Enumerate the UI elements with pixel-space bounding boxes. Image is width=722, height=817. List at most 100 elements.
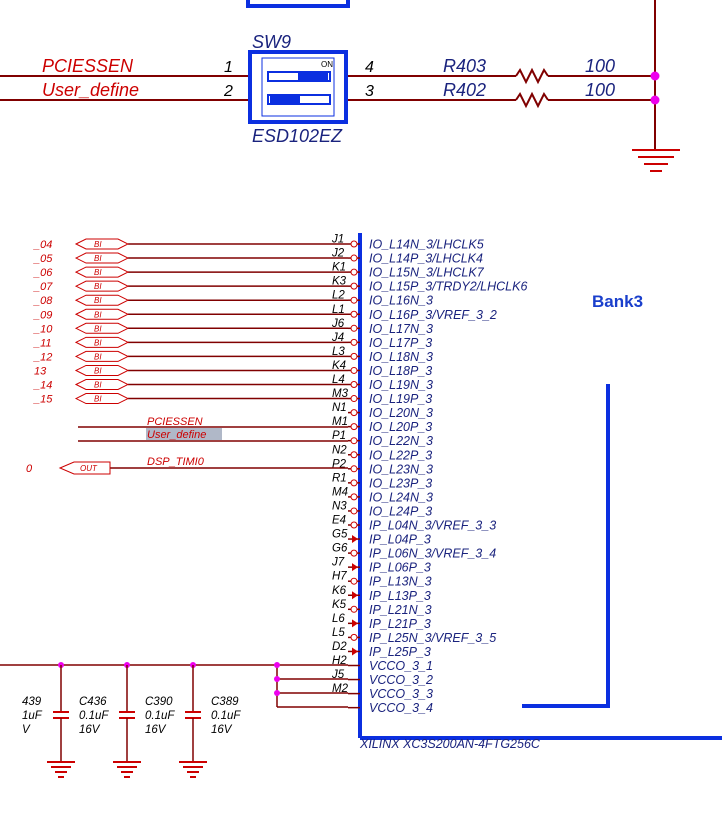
fpga-pin-number: M3 xyxy=(332,388,349,400)
fpga-pin-number: R1 xyxy=(332,472,347,484)
sw9-pin-4: 4 xyxy=(365,59,374,76)
fpga-pin-number: L3 xyxy=(332,346,345,358)
junction-dot xyxy=(650,95,660,105)
sw9-part-number: ESD102EZ xyxy=(252,126,343,146)
capacitor-value: 0.1uF xyxy=(211,710,241,722)
inverter-bubble-icon xyxy=(350,507,358,515)
fpga-pin-number: K6 xyxy=(332,585,347,597)
bi-port-icon xyxy=(74,379,130,390)
fpga-pin-number: J1 xyxy=(331,234,344,246)
fpga-pin-name: IO_L17N_3 xyxy=(369,322,433,336)
r403-symbol xyxy=(515,67,549,85)
out-port-label: OUT xyxy=(80,464,98,473)
fpga-pin-name: IO_L24N_3 xyxy=(369,490,433,504)
fpga-pin-name: VCCO_3_1 xyxy=(369,659,433,673)
fpga-pin-name: IP_L06P_3 xyxy=(369,561,431,575)
bi-port-label: BI xyxy=(94,282,102,291)
fpga-pin-name: IO_L15P_3/TRDY2/LHCLK6 xyxy=(369,280,527,294)
bi-port-icon xyxy=(74,252,130,264)
inverter-bubble-icon xyxy=(350,268,358,276)
bi-signal-label: _06 xyxy=(33,267,53,279)
inverter-bubble-icon xyxy=(350,324,358,332)
bi-port-label: BI xyxy=(94,381,102,390)
bi-signal-label: _07 xyxy=(33,281,53,293)
fpga-pin-number: J7 xyxy=(331,557,345,569)
bi-port-label: BI xyxy=(94,352,102,361)
inverter-bubble-icon xyxy=(350,409,358,417)
bi-signal-label: _08 xyxy=(33,295,53,307)
junction-dot xyxy=(274,676,280,682)
fpga-pin-name: IO_L22N_3 xyxy=(369,434,433,448)
bi-port-label: BI xyxy=(94,366,102,375)
fpga-pin-number: D2 xyxy=(332,641,347,653)
fpga-pin-name: IO_L23P_3 xyxy=(369,476,432,490)
input-arrow-icon xyxy=(352,619,358,628)
capacitor-voltage: 16V xyxy=(211,724,233,736)
input-arrow-icon xyxy=(352,647,358,656)
fpga-pin-number: J6 xyxy=(331,318,345,330)
bi-signal-label: _14 xyxy=(33,380,52,392)
inverter-bubble-icon xyxy=(350,254,358,262)
junction-dot xyxy=(274,662,280,668)
fpga-pin-number: N1 xyxy=(332,402,347,414)
bi-port-icon xyxy=(74,280,130,292)
fpga-pin-number: L5 xyxy=(332,627,345,639)
sw9-slider-2 xyxy=(267,94,331,105)
bi-signal-label: _10 xyxy=(33,323,53,335)
fpga-pin-number: K3 xyxy=(332,276,347,288)
fpga-pin-name: IO_L16N_3 xyxy=(369,294,433,308)
bi-signal-label: _11 xyxy=(33,337,52,349)
inverter-bubble-icon xyxy=(350,310,358,318)
fpga-pin-number: L2 xyxy=(332,290,345,302)
bi-port-icon xyxy=(74,238,130,250)
fpga-pin-name: IO_L18N_3 xyxy=(369,350,433,364)
sw9-refdes: SW9 xyxy=(252,32,291,52)
inverter-bubble-icon xyxy=(350,282,358,290)
net-label-user-define-2: User_define xyxy=(147,429,206,441)
input-arrow-icon xyxy=(352,563,358,572)
fpga-pin-number: H2 xyxy=(332,655,347,667)
r402-refdes: R402 xyxy=(443,80,486,100)
fpga-pin-number: K5 xyxy=(332,599,347,611)
r403-refdes: R403 xyxy=(443,56,486,76)
fpga-pin-number: H7 xyxy=(332,571,347,583)
inverter-bubble-icon xyxy=(350,479,358,487)
sw9-body xyxy=(248,50,348,124)
capacitor-refdes: C390 xyxy=(145,696,173,708)
inverter-bubble-icon xyxy=(350,493,358,501)
inverter-bubble-icon xyxy=(350,352,358,360)
fpga-pin-number: J2 xyxy=(331,248,345,260)
junction-dot xyxy=(274,690,280,696)
bi-signal-label: _09 xyxy=(33,309,52,321)
previous-component-outline xyxy=(246,0,350,8)
fpga-pin-name: IP_L04N_3/VREF_3_3 xyxy=(369,519,496,533)
net-label-dsp-timi0: DSP_TIMI0 xyxy=(147,456,205,468)
inverter-bubble-icon xyxy=(350,338,358,346)
fpga-pin-name: IP_L13N_3 xyxy=(369,575,432,589)
r403-value: 100 xyxy=(585,56,615,76)
bi-port-label: BI xyxy=(94,268,102,277)
input-arrow-icon xyxy=(352,591,358,600)
inverter-bubble-icon xyxy=(350,521,358,529)
fpga-pin-number: J5 xyxy=(331,669,345,681)
bi-port-icon xyxy=(74,294,130,306)
fpga-pin-name: VCCO_3_3 xyxy=(369,687,433,701)
fpga-pin-number: K1 xyxy=(332,262,346,274)
fpga-pin-number: E4 xyxy=(332,515,346,527)
fpga-pin-number: J4 xyxy=(331,332,344,344)
fpga-pin-name: VCCO_3_4 xyxy=(369,701,433,715)
out-port-prefix: 0 xyxy=(26,463,33,475)
fpga-pin-number: L1 xyxy=(332,304,345,316)
net-label-pciessen-2: PCIESSEN xyxy=(147,416,203,428)
inverter-bubble-icon xyxy=(350,366,358,374)
input-arrow-icon xyxy=(352,535,358,544)
bank-label: Bank3 xyxy=(592,292,643,311)
sw9-pin-2: 2 xyxy=(223,83,233,100)
inverter-bubble-icon xyxy=(350,381,358,388)
sw9-pin-3: 3 xyxy=(365,83,374,100)
fpga-pin-number: M2 xyxy=(332,683,349,695)
fpga-pin-number: L6 xyxy=(332,613,345,625)
fpga-pin-name: IP_L06N_3/VREF_3_4 xyxy=(369,547,496,561)
capacitor-value: 0.1uF xyxy=(79,710,109,722)
